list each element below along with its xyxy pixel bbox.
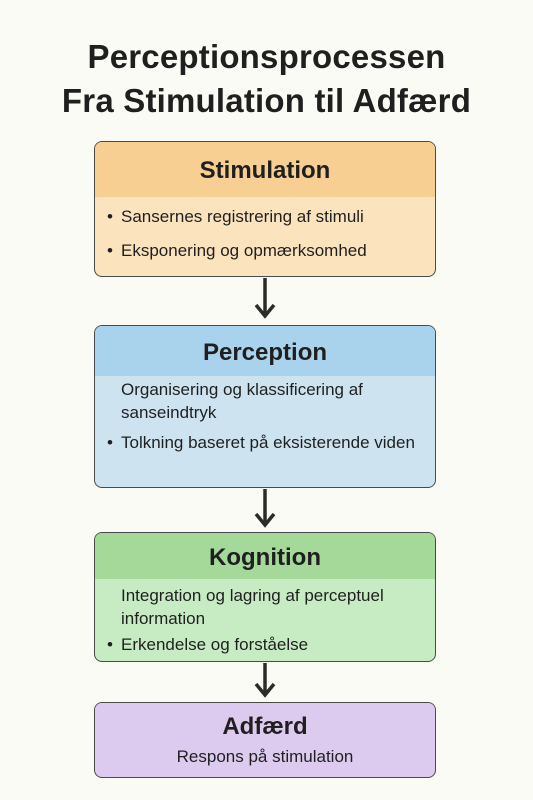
arrow-down-icon	[253, 278, 277, 324]
arrow-down-icon	[253, 663, 277, 702]
stage-title-stimulation: Stimulation	[95, 142, 435, 197]
stage-item: Sansernes registrering af stimuli	[103, 205, 435, 228]
stage-box-adfaerd: Adfærd Respons på stimulation	[94, 702, 436, 778]
stage-title-adfaerd: Adfærd	[95, 703, 435, 745]
diagram-title-line-2: Fra Stimulation til Adfærd	[61, 82, 472, 119]
stage-title-kognition: Kognition	[95, 533, 435, 579]
stage-item: Integration og lagring af perceptuel inf…	[121, 586, 384, 628]
stage-item: Organisering og klassificering af sansei…	[121, 380, 363, 422]
stage-box-kognition: Kognition Integration og lagring af perc…	[94, 532, 436, 662]
diagram-title-line-1: Perceptionsprocessen	[87, 38, 446, 75]
stage-body-adfaerd: Respons på stimulation	[95, 745, 435, 768]
stage-body-stimulation: Sansernes registrering af stimuli Ekspon…	[95, 197, 435, 262]
stage-item: Respons på stimulation	[176, 747, 354, 766]
stage-item: Eksponering og opmærksomhed	[103, 239, 435, 262]
stage-box-stimulation: Stimulation Sansernes registrering af st…	[94, 141, 436, 277]
stage-body-perception: Organisering og klassificering af sansei…	[95, 376, 435, 454]
stage-box-perception: Perception Organisering og klassificerin…	[94, 325, 436, 488]
stage-body-kognition: Integration og lagring af perceptuel inf…	[95, 579, 435, 656]
arrow-down-icon	[253, 489, 277, 532]
stage-item: Tolkning baseret på eksisterende viden	[103, 431, 435, 454]
stage-item: Erkendelse og forståelse	[103, 633, 435, 656]
stage-title-perception: Perception	[95, 326, 435, 376]
